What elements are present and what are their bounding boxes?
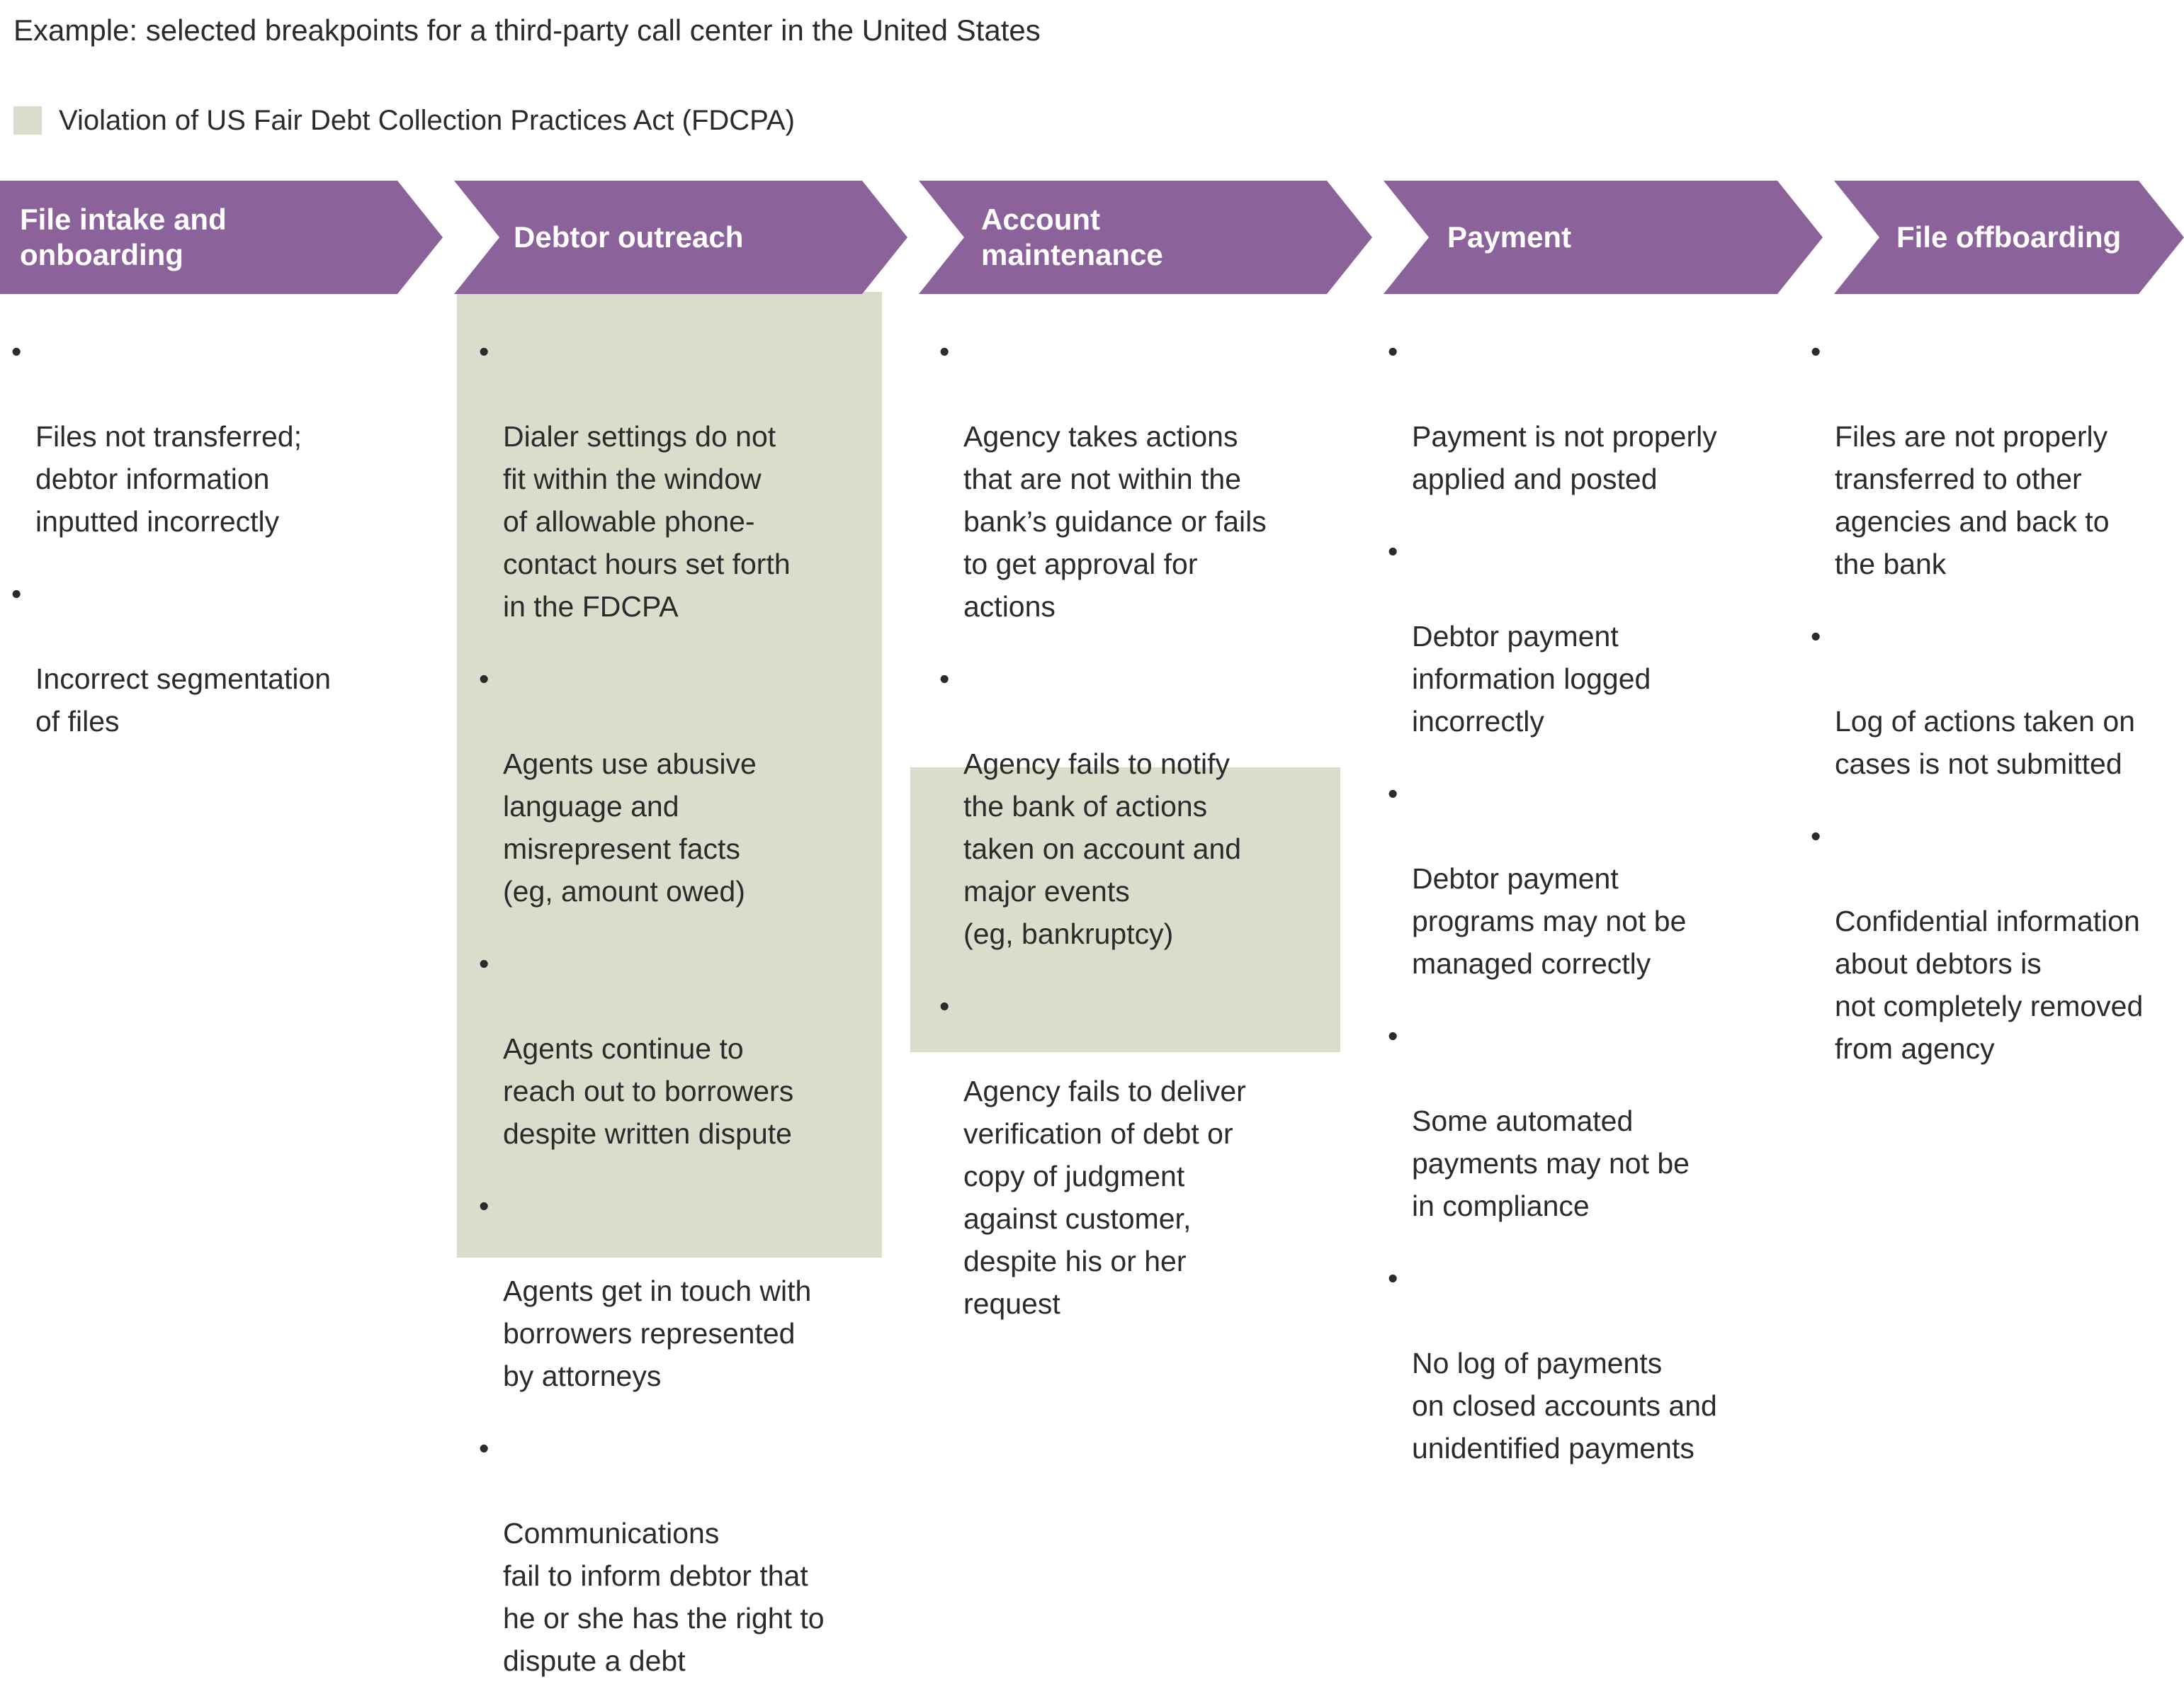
bullet-dot-icon: • [1811,335,1821,368]
list-item-text: Files are not properly transferred to ot… [1835,420,2110,580]
chevron-label: File intake and onboarding [20,203,227,271]
list-item: • Communications fail to inform debtor t… [476,1427,880,1682]
list-item-text: Agency fails to notify the bank of actio… [963,747,1242,950]
chevron-label: File offboarding [1896,220,2122,254]
legend: Violation of US Fair Debt Collection Pra… [13,105,795,136]
list-item: • Agency fails to deliver verification o… [937,985,1330,1325]
list-item: • Payment is not properly applied and po… [1385,330,1767,500]
list-item-text: Log of actions taken on cases is not sub… [1835,705,2135,780]
list-item: • Debtor payment information logged inco… [1385,530,1767,743]
legend-label: Violation of US Fair Debt Collection Pra… [59,105,795,136]
list-item: • Incorrect segmentation of files [9,572,405,743]
list-item: • Agents use abusive language and misrep… [476,657,880,913]
bullet-dot-icon: • [479,335,490,368]
bullet-dot-icon: • [1388,1020,1398,1052]
list-item-text: Incorrect segmentation of files [35,662,332,738]
list-item-text: Debtor payment programs may not be manag… [1412,862,1687,980]
list-item-text: Agency fails to deliver verification of … [963,1075,1246,1320]
bullet-dot-icon: • [479,1190,490,1222]
list-item: • No log of payments on closed accounts … [1385,1257,1767,1469]
bullet-column-file-offboarding: • Files are not properly transferred to … [1808,330,2184,1070]
list-item-text: Debtor payment information logged incorr… [1412,620,1651,738]
list-item-text: Files not transferred; debtor informatio… [35,420,302,538]
list-item-text: Payment is not properly applied and post… [1412,420,1717,495]
list-item-text: Confidential information about debtors i… [1835,905,2144,1065]
list-item-text: Agency takes actions that are not within… [963,420,1267,623]
chevron-label: Debtor outreach [514,220,744,254]
highlight-panel-debtor-outreach [457,292,882,1258]
bullet-dot-icon: • [939,990,950,1022]
bullet-dot-icon: • [1388,535,1398,568]
process-chevron-band: File intake and onboarding Debtor outrea… [0,181,2184,294]
bullet-dot-icon: • [1811,820,1821,852]
chevron-stage-account-maintenance[interactable]: Account maintenance [919,181,1372,294]
chevron-stage-file-offboarding[interactable]: File offboarding [1834,181,2184,294]
list-item-text: No log of payments on closed accounts an… [1412,1347,1717,1464]
bullet-dot-icon: • [1388,335,1398,368]
chevron-label: Account maintenance [981,203,1163,271]
bullet-dot-icon: • [939,335,950,368]
highlight-panel-account-maintenance [910,767,1340,1052]
list-item: • Some automated payments may not be in … [1385,1015,1767,1227]
bullet-dot-icon: • [1811,620,1821,653]
list-item: • Files are not properly transferred to … [1808,330,2184,585]
list-item: • Log of actions taken on cases is not s… [1808,615,2184,785]
list-item: • Agency takes actions that are not with… [937,330,1330,628]
bullet-dot-icon: • [11,577,22,610]
bullet-dot-icon: • [479,662,490,695]
legend-swatch-fdcpa-violation [13,106,42,135]
bullet-column-file-intake-and-onboarding: • Files not transferred; debtor informat… [9,330,405,743]
bullet-dot-icon: • [11,335,22,368]
list-item: • Debtor payment programs may not be man… [1385,772,1767,985]
list-item: • Agents continue to reach out to borrow… [476,942,880,1155]
list-item: • Agents get in touch with borrowers rep… [476,1185,880,1397]
bullet-column-payment: • Payment is not properly applied and po… [1385,330,1767,1469]
list-item: • Dialer settings do not fit within the … [476,330,880,628]
chevron-stage-debtor-outreach[interactable]: Debtor outreach [454,181,907,294]
list-item: • Confidential information about debtors… [1808,815,2184,1070]
list-item-text: Agents use abusive language and misrepre… [503,747,757,908]
chevron-label: Payment [1447,220,1572,254]
bullet-dot-icon: • [1388,777,1398,810]
chevron-stage-payment[interactable]: Payment [1384,181,1823,294]
list-item-text: Communications fail to inform debtor tha… [503,1517,825,1677]
list-item-text: Some automated payments may not be in co… [1412,1105,1690,1222]
list-item: • Files not transferred; debtor informat… [9,330,405,543]
bullet-column-account-maintenance: • Agency takes actions that are not with… [937,330,1330,1325]
chevron-stage-file-intake-and-onboarding[interactable]: File intake and onboarding [0,181,443,294]
bullet-dot-icon: • [479,1432,490,1464]
bullet-dot-icon: • [939,662,950,695]
bullet-column-debtor-outreach: • Dialer settings do not fit within the … [476,330,880,1682]
bullet-dot-icon: • [479,947,490,980]
list-item-text: Agents get in touch with borrowers repre… [503,1275,812,1392]
list-item-text: Agents continue to reach out to borrower… [503,1032,794,1150]
list-item: • Agency fails to notify the bank of act… [937,657,1330,955]
list-item-text: Dialer settings do not fit within the wi… [503,420,791,623]
exhibit-title: Example: selected breakpoints for a thir… [13,13,1041,47]
bullet-dot-icon: • [1388,1262,1398,1294]
